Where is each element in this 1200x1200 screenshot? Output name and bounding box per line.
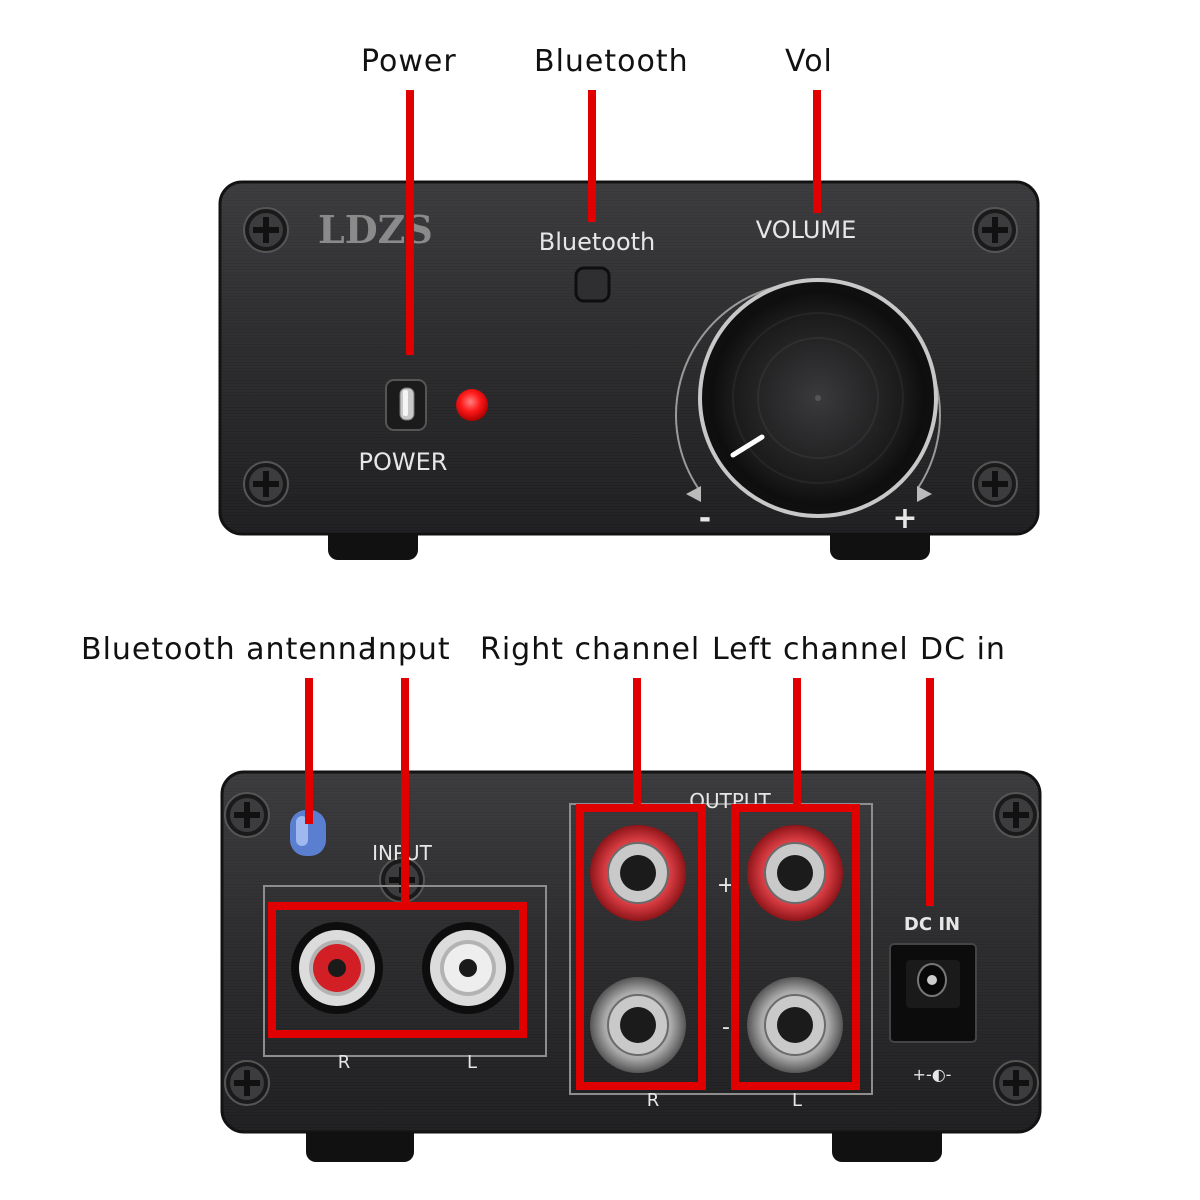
screw-icon xyxy=(224,1060,270,1106)
callout-left-channel: Left channel xyxy=(712,632,909,667)
back-panel: INPUT R L OUTPUT xyxy=(220,770,1042,1162)
callout-vol: Vol xyxy=(785,44,833,79)
screw-icon xyxy=(224,792,270,838)
right-channel-highlight-box xyxy=(576,804,706,1090)
callout-right-channel: Right channel xyxy=(480,632,701,667)
screw-icon xyxy=(243,461,289,507)
bluetooth-button[interactable] xyxy=(574,266,611,303)
power-led-indicator xyxy=(456,389,488,421)
binding-post-right-negative[interactable] xyxy=(590,977,686,1073)
volume-minus-label: - xyxy=(699,501,711,536)
input-r-label: R xyxy=(338,1052,351,1073)
binding-post-right-positive[interactable] xyxy=(590,825,686,921)
output-r-label: R xyxy=(647,1090,660,1111)
output-l-label: L xyxy=(792,1090,802,1111)
front-callout-lines xyxy=(406,90,821,355)
dc-polarity-label: +-◐- xyxy=(913,1065,952,1084)
screw-icon xyxy=(972,207,1018,253)
rca-jack-left[interactable] xyxy=(422,922,514,1014)
rca-jack-right[interactable] xyxy=(291,922,383,1014)
screw-icon xyxy=(243,207,289,253)
panel-power-label: POWER xyxy=(359,448,448,476)
callout-dc-in: DC in xyxy=(920,632,1006,667)
front-panel: LDZS Bluetooth VOLUME POWER - + xyxy=(218,180,1040,560)
volume-plus-label: + xyxy=(892,501,917,536)
panel-bluetooth-label: Bluetooth xyxy=(539,228,656,256)
volume-knob[interactable] xyxy=(698,278,938,518)
screw-icon xyxy=(972,461,1018,507)
callout-bluetooth: Bluetooth xyxy=(534,44,689,79)
callout-bluetooth-antenna: Bluetooth antenna xyxy=(81,632,378,667)
left-channel-highlight-box xyxy=(731,804,860,1090)
input-highlight-box xyxy=(268,902,527,1038)
dc-in-label: DC IN xyxy=(904,914,960,935)
screw-icon xyxy=(993,792,1039,838)
panel-volume-label: VOLUME xyxy=(756,216,857,244)
output-plus-sign: + xyxy=(717,873,735,898)
binding-post-left-positive[interactable] xyxy=(747,825,843,921)
back-callout-lines xyxy=(268,678,934,1090)
brand-logo: LDZS xyxy=(318,207,433,252)
binding-post-left-negative[interactable] xyxy=(747,977,843,1073)
screw-icon xyxy=(993,1060,1039,1106)
output-minus-sign: - xyxy=(722,1015,730,1040)
callout-input: Input xyxy=(368,632,451,667)
input-l-label: L xyxy=(467,1052,477,1073)
callout-power: Power xyxy=(361,44,457,79)
dc-power-jack[interactable] xyxy=(889,943,977,1043)
power-switch[interactable] xyxy=(399,387,415,421)
